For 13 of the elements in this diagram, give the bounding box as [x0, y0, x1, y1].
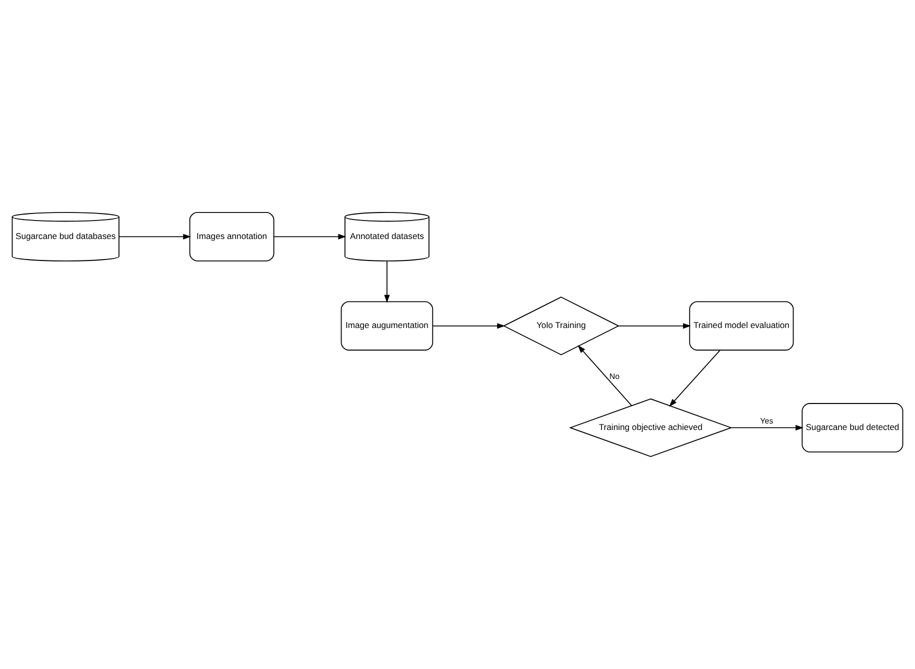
arrow: [578, 345, 632, 406]
arrow: [618, 323, 691, 329]
arrow: [730, 424, 804, 431]
node-box: Image augumentation: [340, 301, 434, 351]
node-box: Sugarcane bud detected: [802, 403, 904, 452]
arrow: [118, 234, 192, 240]
node-diamond: Yolo Training: [502, 296, 620, 356]
node-box: Images annotation: [189, 212, 274, 262]
arrow: [273, 234, 346, 240]
arrow: [384, 260, 390, 303]
node-box: Trained model evaluation: [689, 301, 794, 351]
arrow: [669, 350, 720, 407]
arrow: [432, 323, 506, 329]
